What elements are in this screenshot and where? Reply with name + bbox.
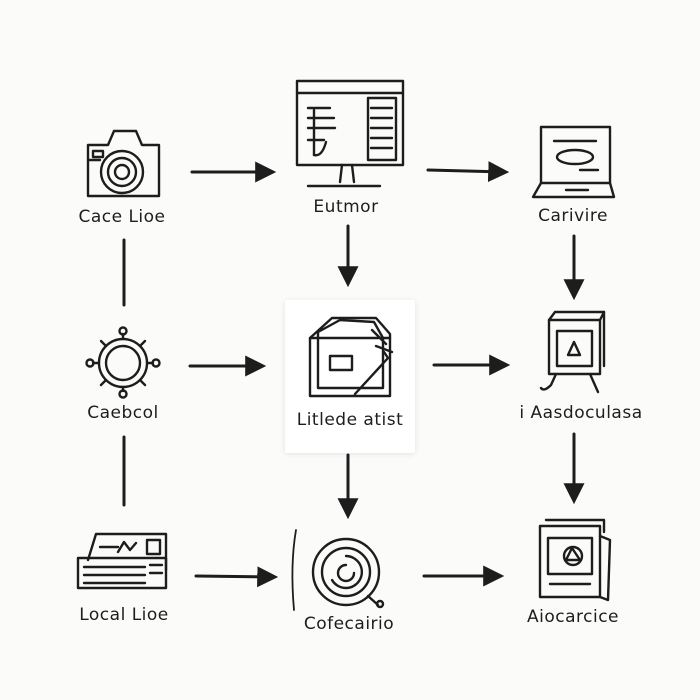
- monitor-icon: [295, 79, 405, 188]
- box-icon: [308, 316, 394, 398]
- printer-icon: [76, 532, 168, 590]
- document-icon: [538, 518, 612, 602]
- node-label-disc: Cofecairio: [303, 614, 395, 634]
- device-icon: [539, 310, 606, 394]
- camera-icon: [86, 129, 161, 198]
- node-label-gear: Caebcol: [87, 403, 159, 423]
- highlight-card: [285, 300, 415, 453]
- node-label-device: i Aasdoculasa: [519, 403, 643, 423]
- node-label-camera: Cace Lioe: [78, 207, 166, 227]
- laptop-icon: [531, 125, 616, 199]
- arrow-printer-disc: [194, 566, 279, 588]
- node-label-printer: Local Lioe: [79, 605, 169, 625]
- node-label-document: Aiocarcice: [526, 607, 620, 627]
- node-label-laptop: Carivire: [538, 206, 608, 226]
- node-label-monitor: Eutmor: [313, 197, 379, 217]
- node-label-center: Litlede atist: [296, 410, 404, 430]
- gear-icon: [85, 326, 161, 399]
- arrow-monitor-laptop: [426, 161, 510, 183]
- disc-icon: [291, 529, 385, 611]
